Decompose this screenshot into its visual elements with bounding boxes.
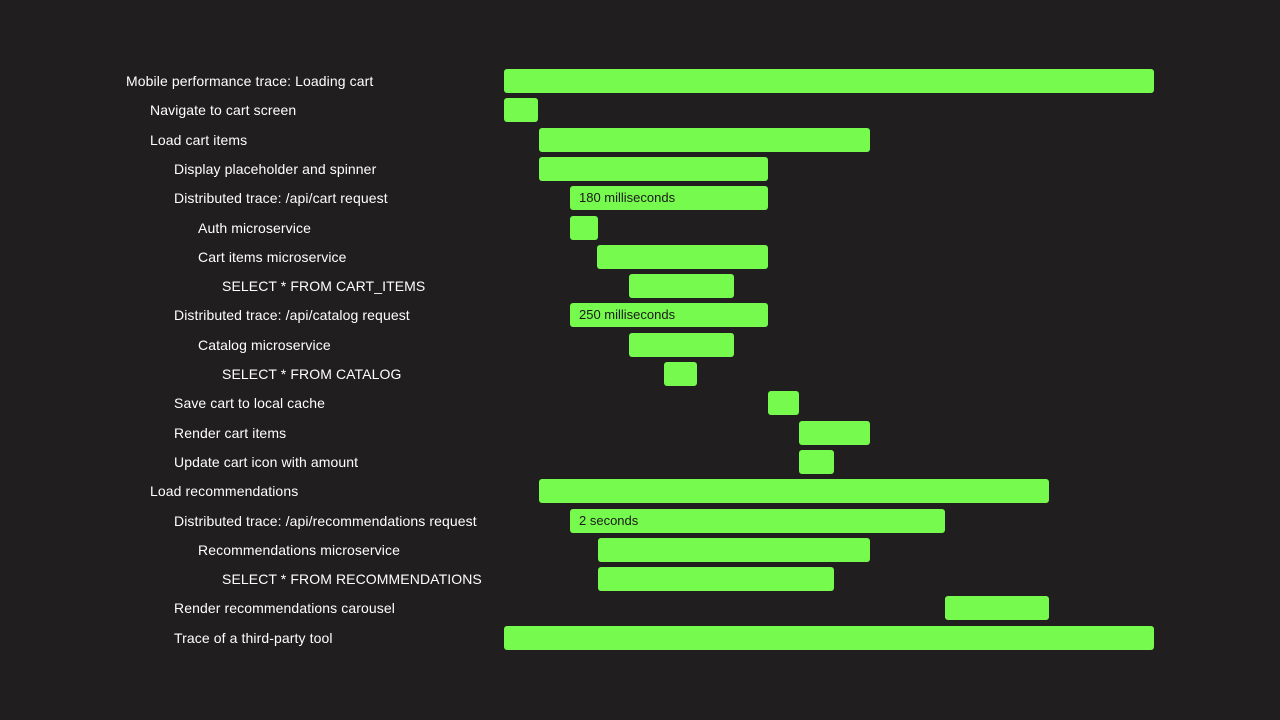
span-label: Recommendations microservice [198,541,400,558]
span-bar[interactable] [598,537,870,562]
span-bar[interactable] [629,332,734,357]
span-bar[interactable] [799,449,834,474]
span-label: Distributed trace: /api/catalog request [174,307,410,324]
span-bar[interactable] [768,391,799,416]
span-duration-label: 2 seconds [579,512,639,528]
span-bar[interactable]: 2 seconds [570,508,945,533]
span-label: Catalog microservice [198,336,331,353]
span-bar[interactable] [664,362,697,386]
span-duration-label: 180 milliseconds [579,190,676,206]
span-label: SELECT * FROM RECOMMENDATIONS [222,571,482,588]
span-duration-label: 250 milliseconds [579,307,676,323]
span-bar[interactable] [629,274,734,299]
span-label: Cart items microservice [198,248,347,265]
span-label: Load recommendations [150,483,299,500]
span-bar[interactable] [539,127,870,152]
span-bar[interactable] [799,420,870,445]
span-label: Update cart icon with amount [174,453,359,470]
span-bar[interactable]: 250 milliseconds [570,303,768,328]
span-bar[interactable] [598,567,834,592]
span-label: SELECT * FROM CART_ITEMS [222,278,426,295]
span-label: Navigate to cart screen [150,102,297,119]
span-label: Save cart to local cache [174,395,326,412]
span-label: Mobile performance trace: Loading cart [126,73,374,89]
span-label: Render recommendations carousel [174,600,395,617]
span-bar[interactable] [597,244,768,269]
span-label: Load cart items [150,131,248,148]
span-label: Trace of a third-party tool [174,629,333,646]
span-label: Render cart items [174,424,287,441]
span-bar[interactable] [504,625,1154,650]
span-bar[interactable] [504,69,1154,93]
span-label: SELECT * FROM CATALOG [222,366,402,382]
span-bar[interactable] [945,596,1049,621]
span-bar[interactable] [539,156,768,181]
span-bar[interactable] [504,98,538,123]
span-bar[interactable]: 180 milliseconds [570,186,768,211]
span-bar[interactable] [570,215,598,240]
span-label: Display placeholder and spinner [174,160,377,177]
span-label: Auth microservice [198,219,311,236]
span-label: Distributed trace: /api/cart request [174,190,388,207]
span-label: Distributed trace: /api/recommendations … [174,512,477,529]
span-bar[interactable] [539,479,1049,504]
